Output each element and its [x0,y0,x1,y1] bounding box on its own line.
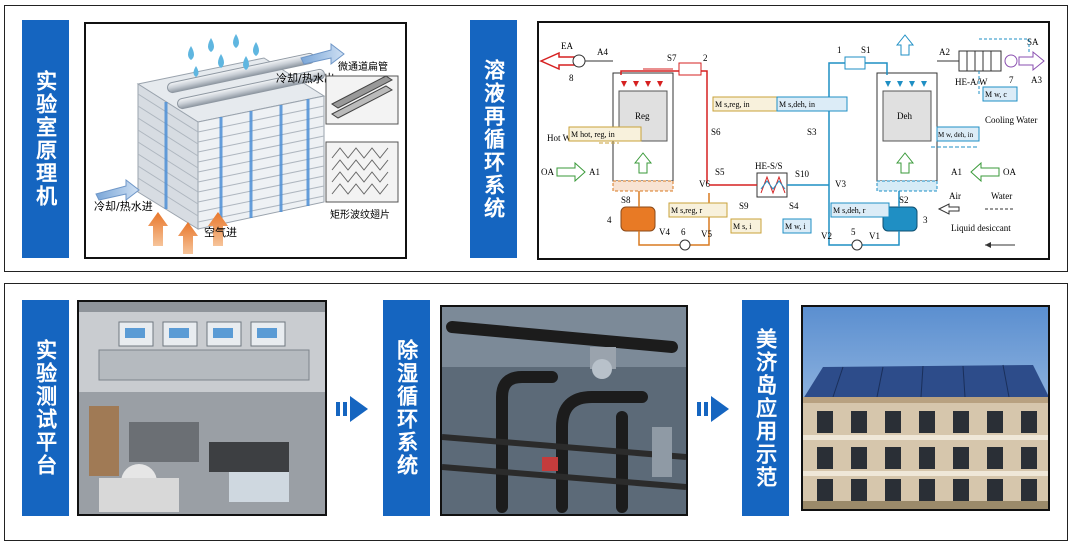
svg-text:S3: S3 [807,127,817,137]
svg-text:空气进: 空气进 [204,225,237,239]
svg-text:M s,reg, in: M s,reg, in [715,100,750,109]
svg-text:M w, deh, in: M w, deh, in [938,131,974,139]
svg-text:M w, c: M w, c [985,90,1007,99]
svg-text:Reg: Reg [635,111,650,121]
dehum-cycle-photo [440,305,688,516]
svg-text:Deh: Deh [897,111,912,121]
svg-text:V3: V3 [835,179,846,189]
dehumidifier-packing [882,90,932,142]
svg-text:Air: Air [949,191,961,201]
svg-text:S7: S7 [667,53,677,63]
demo-building-photo [801,305,1050,511]
test-platform-label: 实验测试平台 [22,300,69,516]
flow-arrow-icon-2 [697,396,729,422]
heater-icon [678,62,702,76]
svg-text:4: 4 [607,215,612,225]
svg-text:M s,reg, r: M s,reg, r [671,206,702,215]
dehum-cycle-label: 除湿循环系统 [383,300,430,516]
deh-tank-icon [882,206,918,232]
svg-text:微通道扁管: 微通道扁管 [338,60,388,73]
pump-5-icon [851,239,863,251]
svg-text:V5: V5 [701,229,712,239]
svg-text:V2: V2 [821,231,832,241]
solar-roof [803,365,1048,399]
prototype-image: 冷却/热水出 冷却/热水进 空气进 微通道扁管 矩形波纹翅片 [84,22,407,259]
supply-fan-icon [1004,54,1018,68]
svg-text:V4: V4 [659,227,670,237]
svg-text:OA: OA [1003,167,1016,177]
svg-text:S10: S10 [795,169,810,179]
cycle-label: 溶液再循环系统 [470,20,517,258]
pump-6-icon [679,239,691,251]
svg-text:Hot Water: Hot Water [547,133,584,143]
droplet-icons [188,34,259,77]
svg-text:V6: V6 [699,179,710,189]
svg-text:A1: A1 [951,167,962,177]
svg-text:6: 6 [681,227,686,237]
svg-text:冷却/热水进: 冷却/热水进 [94,200,153,213]
he-aw-icon [958,50,1002,72]
exhaust-fan-icon [572,54,586,68]
svg-text:Water: Water [991,191,1012,201]
svg-text:A1: A1 [589,167,600,177]
svg-text:EA: EA [561,41,573,51]
svg-text:SA: SA [1027,37,1039,47]
svg-text:V1: V1 [869,231,880,241]
svg-text:M s,deh, r: M s,deh, r [833,206,866,215]
svg-text:HE-A/W: HE-A/W [955,77,988,87]
svg-text:A4: A4 [597,47,608,57]
svg-text:A2: A2 [939,47,950,57]
svg-text:冷却/热水出: 冷却/热水出 [276,71,335,85]
svg-text:1: 1 [837,45,842,55]
svg-text:S4: S4 [789,201,799,211]
svg-text:8: 8 [569,73,574,83]
svg-text:S2: S2 [899,195,909,205]
regen-tank-icon [620,206,656,232]
cooler-icon [844,56,866,70]
flow-arrow-icon [336,396,368,422]
svg-text:M s,deh, in: M s,deh, in [779,100,815,109]
svg-text:S8: S8 [621,195,631,205]
svg-text:S9: S9 [739,201,749,211]
svg-text:Liquid desiccant: Liquid desiccant [951,223,1011,233]
test-platform-photo [77,300,327,516]
svg-text:2: 2 [703,53,708,63]
svg-text:A3: A3 [1031,75,1042,85]
svg-text:OA: OA [541,167,554,177]
svg-text:M s, i: M s, i [733,222,752,231]
svg-text:矩形波纹翅片: 矩形波纹翅片 [330,208,390,221]
heat-exchanger-body [136,52,326,230]
prototype-label: 实验室原理机 [22,20,69,258]
svg-text:Cooling Water: Cooling Water [985,115,1037,125]
svg-text:7: 7 [1009,75,1014,85]
demo-label: 美济岛应用示范 [742,300,789,516]
svg-text:S1: S1 [861,45,871,55]
svg-text:M hot, reg, in: M hot, reg, in [571,130,615,139]
cycle-schematic: Reg Deh EA A4 8 S7 2 Hot Water M hot, re… [537,21,1050,260]
svg-text:HE-S/S: HE-S/S [755,161,783,171]
svg-text:S5: S5 [715,167,725,177]
svg-text:5: 5 [851,227,856,237]
svg-text:3: 3 [923,215,928,225]
svg-text:M w, i: M w, i [785,222,806,231]
svg-text:S6: S6 [711,127,721,137]
